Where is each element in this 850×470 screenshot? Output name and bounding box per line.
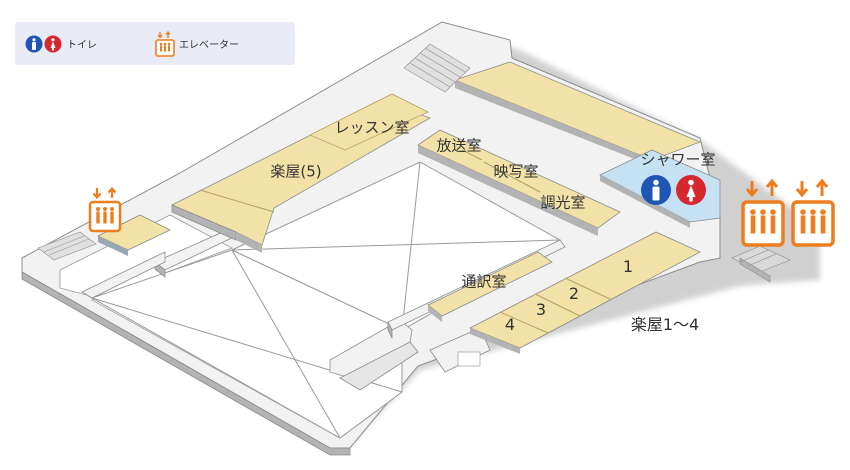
label-broadcast: 放送室 xyxy=(436,136,482,155)
legend-elevator: エレベーター xyxy=(155,22,239,65)
room-interpreter xyxy=(427,251,553,322)
elevator-icon xyxy=(155,30,175,57)
stairs-right xyxy=(731,245,791,283)
label-lesson: レッスン室 xyxy=(334,118,410,137)
label-room-2: 2 xyxy=(568,284,580,303)
room-lesson xyxy=(309,93,429,151)
legend-toilet: トイレ xyxy=(25,22,97,65)
label-gakuya-1-4: 楽屋1〜4 xyxy=(630,315,700,334)
room-strip xyxy=(417,129,621,236)
label-shower: シャワー室 xyxy=(640,150,716,169)
elevator-icon xyxy=(791,178,835,247)
elevator-icon xyxy=(741,178,785,247)
legend-elevator-label: エレベーター xyxy=(179,40,239,51)
toilet-icon xyxy=(641,175,706,205)
label-interpreter: 通訳室 xyxy=(461,272,507,291)
label-lighting: 調光室 xyxy=(540,193,586,212)
left-wing xyxy=(37,214,171,261)
label-room-3: 3 xyxy=(535,300,547,319)
legend: トイレ エレベーター xyxy=(15,22,295,65)
small-toilet-area xyxy=(457,351,481,367)
legend-toilet-label: トイレ xyxy=(67,40,97,51)
label-projection: 映写室 xyxy=(493,162,539,181)
stairs-top xyxy=(403,43,471,93)
label-room-4: 4 xyxy=(504,315,516,334)
label-room-1: 1 xyxy=(622,257,634,276)
elevator-icon xyxy=(88,186,122,233)
toilet-icon xyxy=(25,35,62,52)
room-gakuya-1-4 xyxy=(469,231,701,354)
room-upper-long xyxy=(453,61,702,166)
label-gakuya5: 楽屋(5) xyxy=(270,162,322,181)
